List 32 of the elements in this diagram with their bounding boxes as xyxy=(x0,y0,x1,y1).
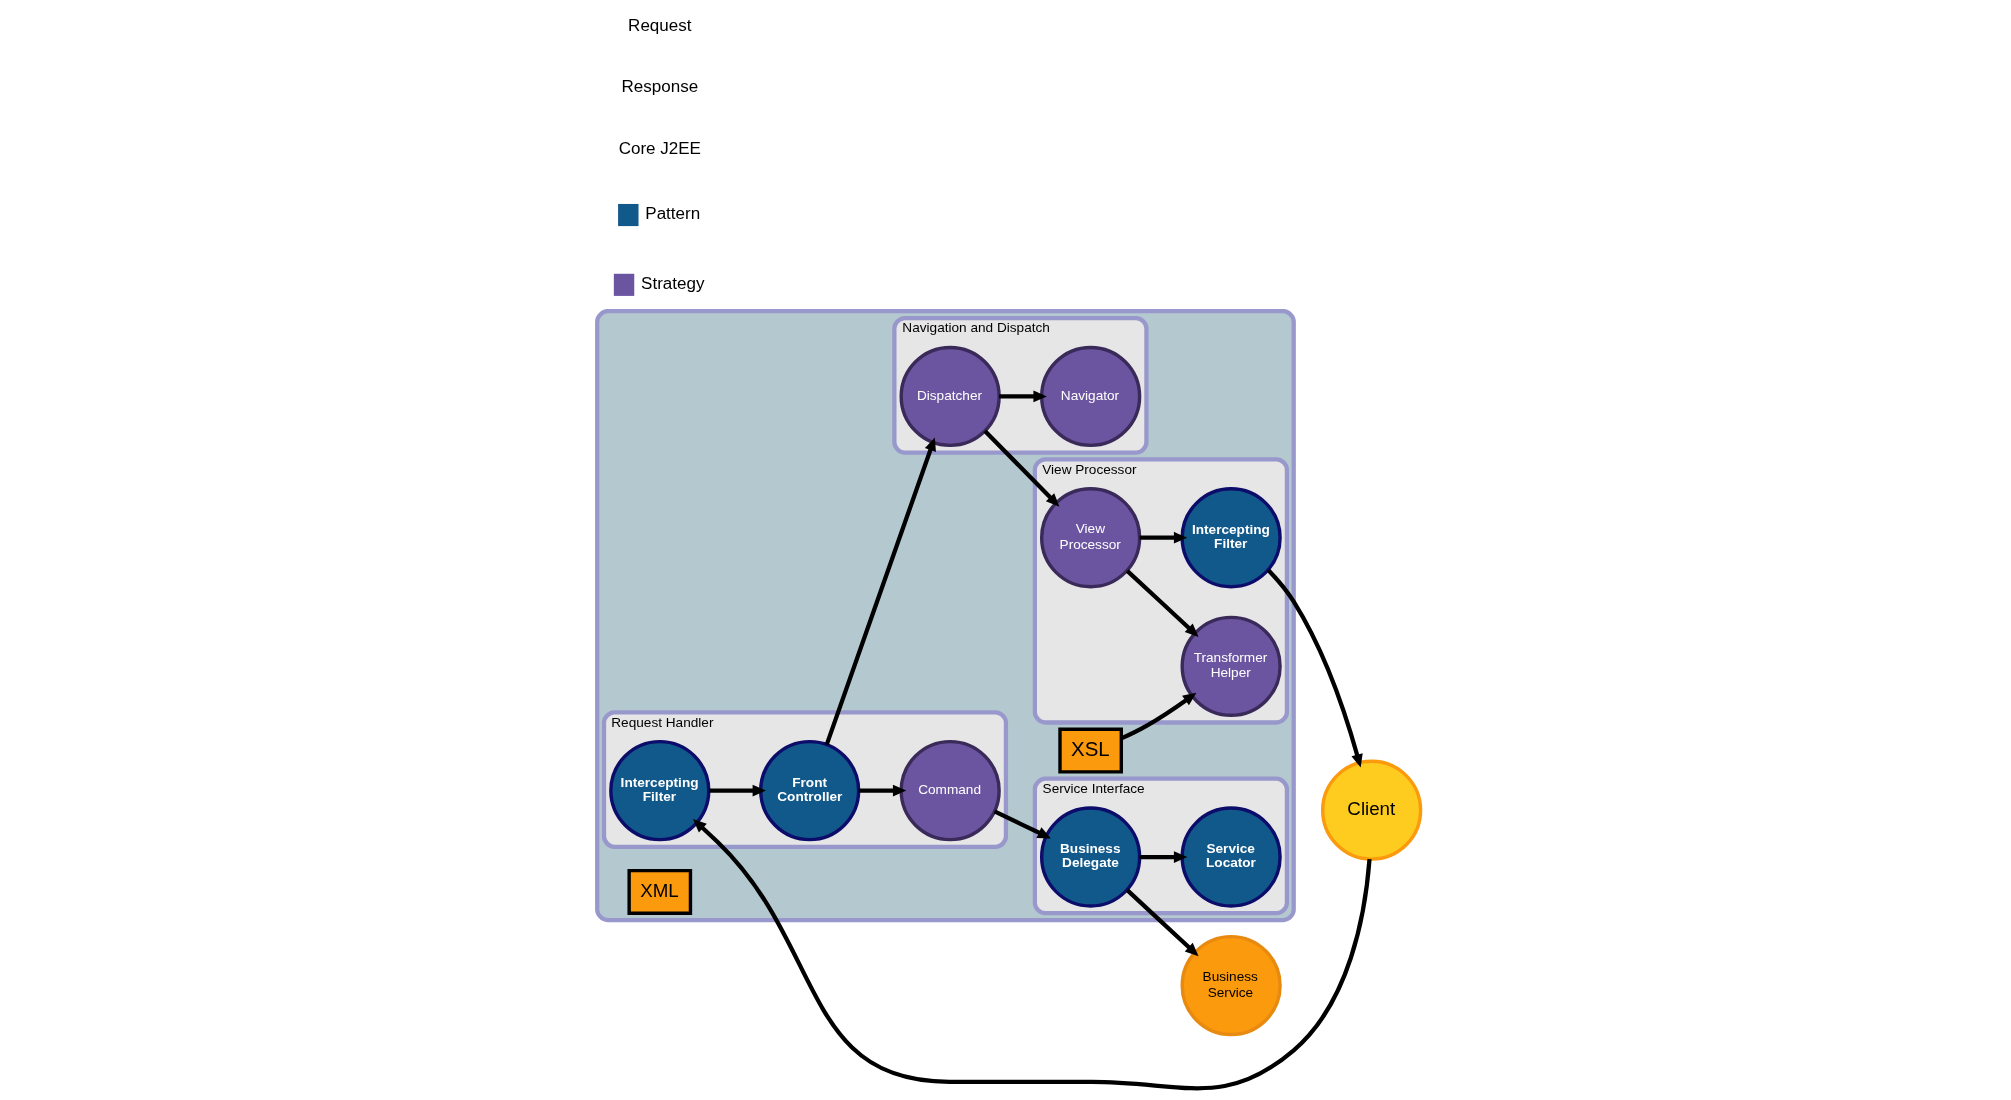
arrow xyxy=(709,784,766,797)
arrow xyxy=(1139,531,1188,544)
arrow xyxy=(824,437,936,746)
node-circle: Service Locator xyxy=(1180,806,1282,908)
node-circle: View Processor xyxy=(1040,487,1142,589)
arrow xyxy=(983,429,1060,507)
arrow xyxy=(692,819,1372,1091)
legend-label: Strategy xyxy=(641,274,705,294)
node-box: XSL xyxy=(1058,727,1123,774)
node-circle: Client xyxy=(1320,759,1423,861)
arrow xyxy=(999,390,1047,403)
node-circle: Business Service xyxy=(1180,934,1282,1037)
label: Response xyxy=(621,77,699,97)
arrow xyxy=(1120,692,1197,741)
arrow xyxy=(1139,851,1188,863)
node-circle: Navigator xyxy=(1040,345,1142,448)
label: Core J2EE xyxy=(618,138,701,158)
arrow xyxy=(858,784,907,797)
node-circle: Intercepting Filter xyxy=(1180,487,1282,589)
node-circle: Dispatcher xyxy=(899,345,1001,448)
arrow xyxy=(1125,888,1199,957)
legend-label: Pattern xyxy=(645,204,701,224)
node-box: XML xyxy=(627,868,693,915)
cluster xyxy=(595,309,1296,923)
node-circle: Command xyxy=(899,739,1001,842)
node-circle: Front Controller xyxy=(759,739,861,842)
node-circle: Business Delegate xyxy=(1040,806,1142,908)
arrow xyxy=(1266,568,1363,768)
arrow xyxy=(993,809,1051,839)
label: Request xyxy=(628,16,692,36)
node-circle: Intercepting Filter xyxy=(609,739,711,842)
arrow xyxy=(1125,569,1199,637)
